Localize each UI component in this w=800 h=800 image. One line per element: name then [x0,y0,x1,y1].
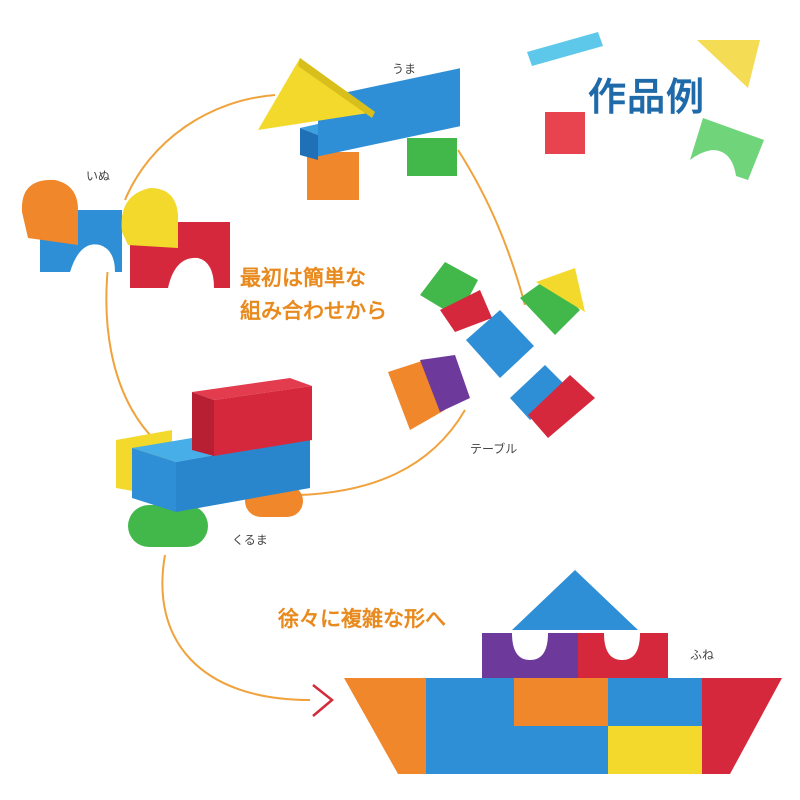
boat-sail-blue [512,570,638,630]
deco-red-square [545,112,585,154]
boat-hull-yellow [608,726,702,774]
car-cabin-red [192,392,214,456]
dog-blocks [21,179,230,288]
dog-head-yellow [121,188,178,248]
boat-hull-blue-1 [426,678,514,774]
connector-table-to-car [299,409,466,496]
table-blue-bottom-right [510,365,568,420]
table-blocks [388,262,595,438]
table-red-bottom-right [528,375,595,438]
connector-car-to-dog [105,249,151,436]
boat-hull-blue-3 [608,678,702,726]
label-boat: ふね [690,648,715,662]
car-cabin-red-top [192,378,312,400]
label-car: くるま [232,533,268,547]
connector-horse-to-table [457,149,526,306]
caption-simple: 最初は簡単な 組み合わせから [240,262,387,328]
horse-head-yellow-side [298,58,375,118]
caption-simple-line2: 組み合わせから [240,299,387,323]
connector-dog-to-horse [124,94,276,201]
deco-green-arch [690,118,764,180]
table-yellow-right [536,268,585,312]
connector-lines [105,94,526,701]
boat-cabin-purple-arch [512,633,548,660]
caption-complex: 徐々に複雑な形へ [278,607,446,631]
dog-body-red-arch [168,257,214,288]
boat-hull-red-stern [702,678,782,774]
boat-hull-blue-2 [514,726,608,774]
boat-hull-orange-bow [344,678,426,774]
dog-body-arch [70,244,115,272]
table-red-left [440,290,492,332]
deco-blue-bar [527,32,603,66]
car-cabin-red-front [214,386,312,456]
label-horse: うま [392,62,417,76]
horse-leg-green [407,138,457,176]
table-purple-bottom-left [420,355,470,412]
boat-hull-orange-mid [514,678,608,726]
label-dog: いぬ [86,169,111,183]
dog-head-orange [21,179,78,245]
horse-body-blue [318,68,460,157]
car-body-blue [132,448,176,512]
car-body-blue-front [176,438,310,512]
horse-blocks [258,58,460,200]
connector-car-to-boat [161,554,311,701]
decorative-shapes [527,32,764,180]
label-table: テーブル [470,442,518,456]
car-blocks [116,378,312,547]
boat-cabin-red-arch [604,633,640,660]
table-top-blue [466,310,534,378]
horse-body-blue-front [300,128,318,160]
horse-head-yellow [258,58,375,130]
caption-simple-line1: 最初は簡単な [240,266,366,290]
page-title: 作品例 [588,75,706,119]
deco-yellow-triangle [697,40,760,88]
table-green-right [520,278,580,335]
car-wheel-green [128,505,208,547]
arrow-head-icon [312,684,334,717]
horse-leg-orange [307,152,359,200]
boat-blocks [344,570,782,774]
